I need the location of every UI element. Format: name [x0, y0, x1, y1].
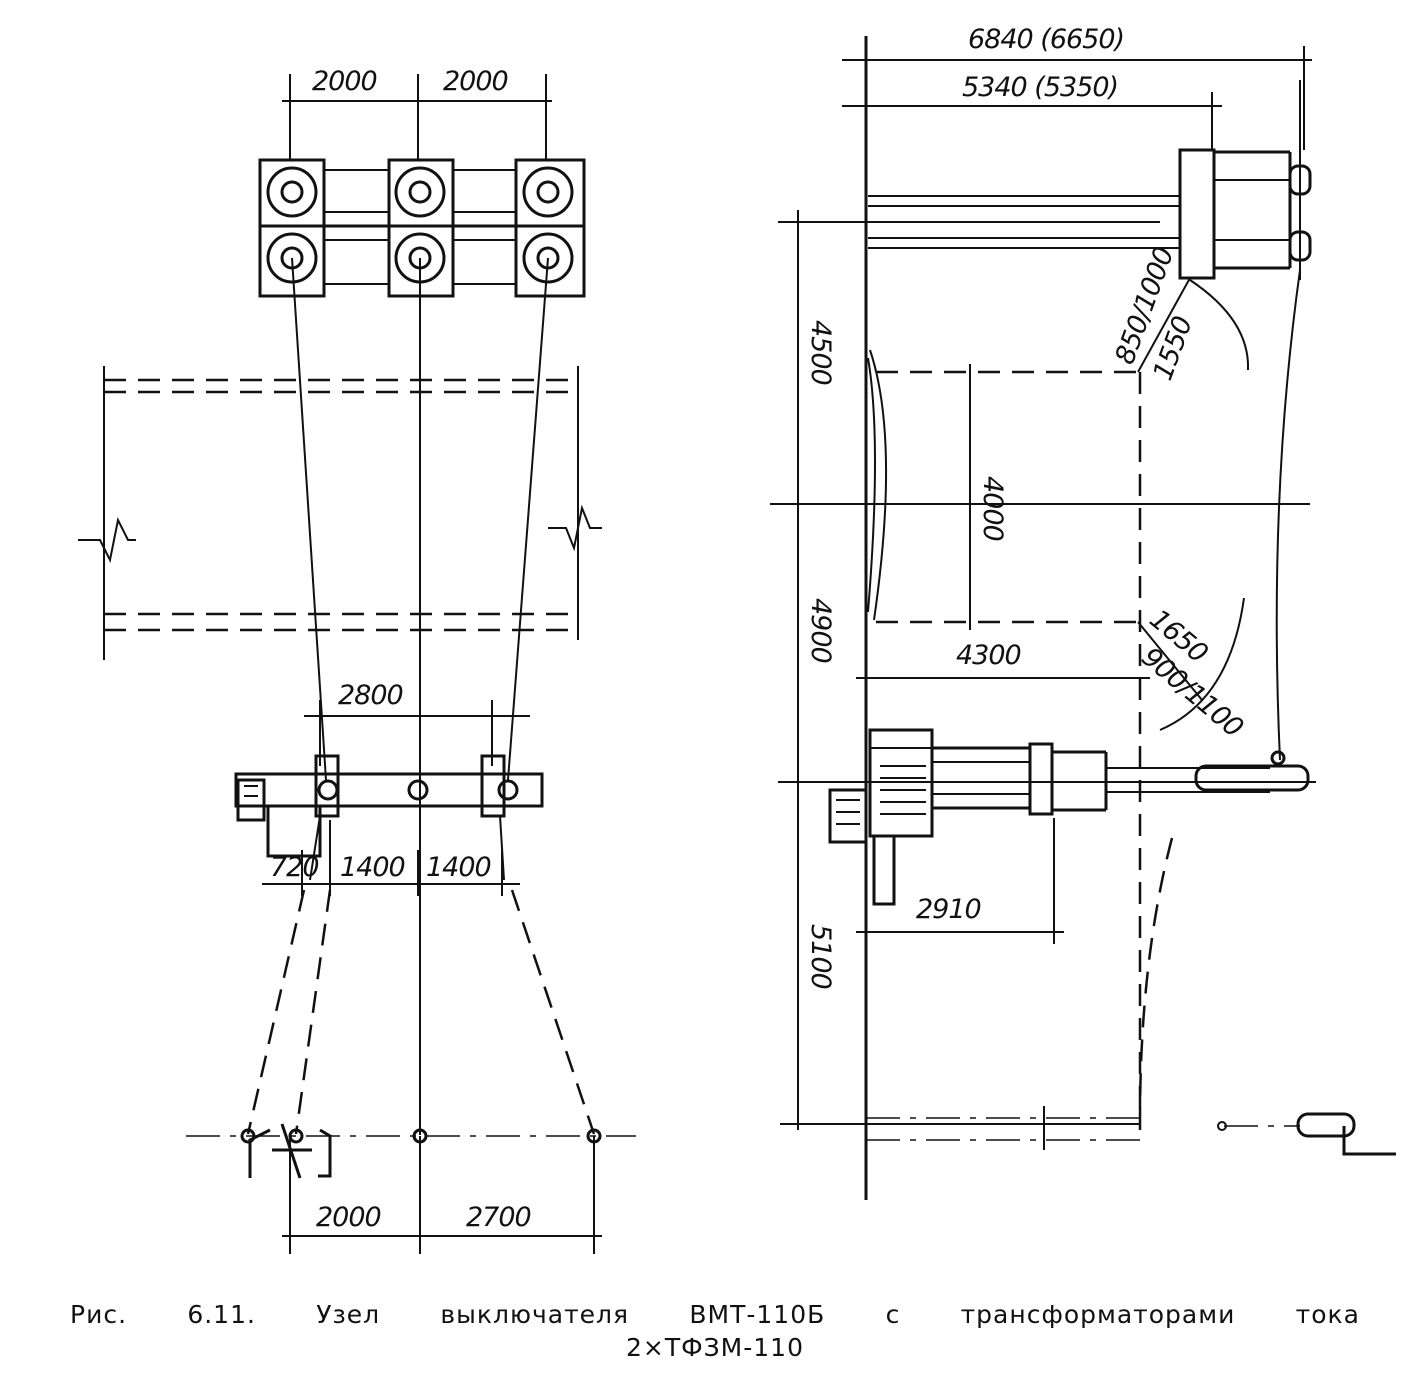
right-top-dimensions: 6840 (6650) 5340 (5350) — [842, 24, 1312, 150]
caption-word: трансформаторами — [960, 1300, 1236, 1329]
caption-word: Рис. — [70, 1300, 128, 1329]
dim-4300-group: 4300 — [856, 640, 1150, 679]
caption-word: с — [885, 1300, 901, 1329]
sagging-wire — [869, 349, 888, 621]
left-lower-dimension: 720 1400 1400 — [262, 820, 520, 896]
right-vertical-dimension: 4500 4900 5100 — [770, 210, 1316, 1130]
inner-clearance-outline: 4000 — [876, 364, 1142, 1130]
right-view: 6840 (6650) 5340 (5350) 4500 4900 5100 — [770, 24, 1396, 1200]
upper-busbars — [868, 80, 1312, 280]
left-view: 2000 2000 — [78, 66, 636, 1254]
right-slope-conductor — [1275, 269, 1301, 761]
caption-word: Узел — [316, 1300, 381, 1329]
clearance-upper-a: 1550 — [1147, 313, 1198, 384]
busbar-section — [78, 366, 602, 660]
dim-2910: 2910 — [916, 894, 981, 925]
left-top-dimension: 2000 2000 — [282, 66, 552, 160]
clearance-arcs: 1550 850/1000 1650 900/1100 — [1109, 244, 1250, 743]
dim-2800: 2800 — [338, 680, 403, 711]
dim-4300: 4300 — [956, 640, 1021, 671]
dim-4000: 4000 — [977, 476, 1008, 541]
caption-line-1: Рис. 6.11. Узел выключателя ВМТ-110Б с т… — [70, 1300, 1360, 1329]
caption-word: 6.11. — [187, 1300, 256, 1329]
dim-5340: 5340 (5350) — [962, 72, 1118, 103]
caption-line-2: 2×ТФЗМ-110 — [626, 1333, 804, 1362]
left-conductors — [291, 257, 549, 1135]
caption-word: выключателя — [440, 1300, 630, 1329]
dim-1400-a: 1400 — [340, 852, 405, 883]
left-mid-dimension: 2800 — [304, 680, 530, 766]
dim-720: 720 — [270, 852, 319, 883]
dim-2910-group: 2910 — [856, 818, 1064, 944]
bushing-block — [258, 158, 586, 298]
lower-equipment — [828, 728, 1310, 906]
lower-busbars — [866, 1106, 1396, 1156]
dim-2000-b: 2000 — [443, 66, 508, 97]
breaker-frame — [234, 754, 544, 881]
lower-dashed-lead — [1138, 837, 1174, 1121]
dim-2000-c: 2000 — [316, 1202, 381, 1233]
dim-6840: 6840 (6650) — [968, 24, 1124, 55]
caption-word: тока — [1295, 1300, 1360, 1329]
caption-word: ВМТ-110Б — [689, 1300, 826, 1329]
dim-4900: 4900 — [805, 598, 836, 663]
figure-caption: Рис. 6.11. Узел выключателя ВМТ-110Б с т… — [70, 1300, 1360, 1362]
dim-5100: 5100 — [805, 924, 836, 989]
left-dashed-leads — [246, 889, 596, 1135]
dim-2700: 2700 — [466, 1202, 531, 1233]
dim-4500: 4500 — [805, 320, 836, 385]
left-lower-axis: 2000 2700 — [186, 1123, 636, 1254]
dim-2000-a: 2000 — [312, 66, 377, 97]
dim-1400-b: 1400 — [426, 852, 491, 883]
